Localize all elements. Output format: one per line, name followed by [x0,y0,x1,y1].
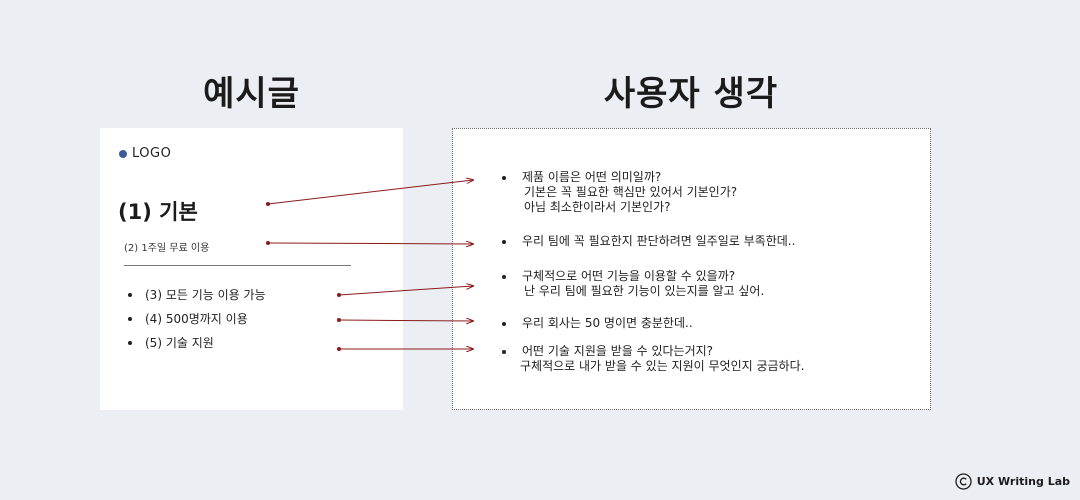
feature-item-tech-support: (5) 기술 지원 [124,331,266,355]
bullet-icon [502,240,506,244]
thought-item-user-limit: 우리 회사는 50 명이면 충분한데.. [502,316,693,331]
user-thoughts-title: 사용자 생각 [603,74,779,114]
thought-line: 구체적으로 내가 받을 수 있는 지원이 무엇인지 궁금하다. [520,359,805,373]
thought-line: 구체적으로 어떤 기능을 이용할 수 있을까? [522,269,736,283]
thought-item-plan-name: 제품 이름은 어떤 의미일까? 기본은 꼭 필요한 핵심만 있어서 기본인가? … [502,170,737,215]
logo-dot-icon [119,149,127,158]
thought-item-features: 구체적으로 어떤 기능을 이용할 수 있을까? 난 우리 팀에 필요한 기능이 … [502,269,764,299]
divider [124,265,351,266]
thought-line: 어떤 기술 지원을 받을 수 있다는거지? [522,344,714,358]
logo: LOGO [119,146,171,161]
thought-item-tech-support: 어떤 기술 지원을 받을 수 있다는거지? 구체적으로 내가 받을 수 있는 지… [502,344,804,374]
bullet-icon [502,350,506,354]
feature-item-user-limit: (4) 500명까지 이용 [124,307,266,331]
thought-line: 기본은 꼭 필요한 핵심만 있어서 기본인가? [524,185,738,199]
trial-subtext: (2) 1주일 무료 이용 [124,243,210,254]
brand-text: UX Writing Lab [976,475,1070,488]
plan-name-heading: (1) 기본 [118,200,198,224]
example-card: LOGO (1) 기본 (2) 1주일 무료 이용 (3) 모든 기능 이용 가… [100,128,403,410]
bullet-icon [502,176,506,180]
thought-line: 제품 이름은 어떤 의미일까? [522,170,662,184]
copyright-icon [955,473,972,490]
thought-line: 우리 회사는 50 명이면 충분한데.. [522,316,693,330]
feature-item-all-features: (3) 모든 기능 이용 가능 [124,283,266,307]
feature-list: (3) 모든 기능 이용 가능 (4) 500명까지 이용 (5) 기술 지원 [124,283,266,355]
bullet-icon [502,322,506,326]
thought-line: 아님 최소한이라서 기본인가? [524,200,671,214]
thought-line: 우리 팀에 꼭 필요한지 판단하려면 일주일로 부족한데.. [522,234,796,248]
bullet-icon [502,275,506,279]
thought-line: 난 우리 팀에 필요한 기능이 있는지를 알고 싶어. [524,284,765,298]
thought-item-trial: 우리 팀에 꼭 필요한지 판단하려면 일주일로 부족한데.. [502,234,795,249]
example-title: 예시글 [203,74,300,114]
logo-text: LOGO [132,146,172,161]
thoughts-card: 제품 이름은 어떤 의미일까? 기본은 꼭 필요한 핵심만 있어서 기본인가? … [452,128,931,410]
brand-footer: UX Writing Lab [955,473,1070,490]
